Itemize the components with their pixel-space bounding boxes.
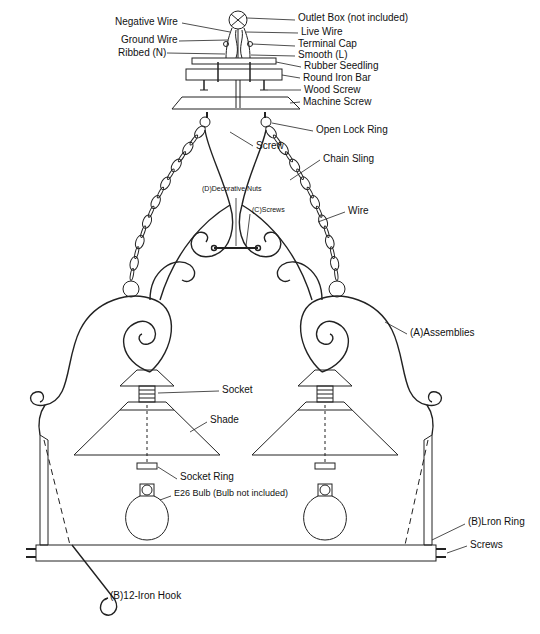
part-label: Round Iron Bar xyxy=(303,72,371,83)
wire-label: Negative Wire xyxy=(115,16,178,27)
arm-assembly xyxy=(30,296,441,435)
chain-link xyxy=(134,234,146,250)
part-label: Screw xyxy=(256,140,284,151)
part-label: (C)Screws xyxy=(252,206,285,214)
chain-link xyxy=(189,134,199,145)
part-label: Screws xyxy=(470,539,503,550)
part-label: Wood Screw xyxy=(304,84,361,95)
chain-link xyxy=(334,268,338,280)
wire-label: Smooth (L) xyxy=(298,49,347,60)
wire-label: Outlet Box (not included) xyxy=(298,12,408,23)
chain-link xyxy=(141,214,154,230)
canopy xyxy=(172,58,300,127)
lamp-left xyxy=(74,370,220,540)
part-label: (A)Assemblies xyxy=(410,327,474,338)
chain-link xyxy=(129,256,140,271)
part-label: (B)12-Iron Hook xyxy=(110,590,181,601)
lamp-right xyxy=(252,370,398,540)
leader-lines xyxy=(105,18,467,600)
chain-link xyxy=(166,168,175,180)
part-label: Machine Screw xyxy=(303,96,371,107)
iron-ring xyxy=(26,435,446,561)
hanging-ring xyxy=(329,281,345,297)
chain-link xyxy=(296,168,305,180)
wire-label: Terminal Cap xyxy=(298,38,357,49)
chain-link xyxy=(177,151,186,163)
chain-link xyxy=(156,187,164,199)
part-label: Rubber Seedling xyxy=(304,60,379,71)
chain-link xyxy=(324,234,335,250)
center-scrolls xyxy=(150,130,322,300)
chain-link xyxy=(284,151,293,163)
part-label: (B)Lron Ring xyxy=(468,516,525,527)
chain-link xyxy=(149,194,162,210)
hanging-ring xyxy=(123,281,139,297)
wire-label: Ground Wire xyxy=(121,34,178,45)
part-label: Socket xyxy=(222,384,253,395)
iron-hook xyxy=(72,545,117,615)
wire-label: Ribbed (N) xyxy=(118,47,166,58)
part-label: Chain Sling xyxy=(323,153,374,164)
part-label: Wire xyxy=(348,205,369,216)
wire-label: Live Wire xyxy=(301,26,343,37)
part-label: Socket Ring xyxy=(180,471,234,482)
part-label: E26 Bulb (Bulb not included) xyxy=(174,489,288,499)
chain-link xyxy=(129,268,134,280)
part-label: Open Lock Ring xyxy=(316,124,388,135)
part-label: (D)Decorative Nuts xyxy=(202,185,262,193)
chain-link xyxy=(308,194,321,210)
chain-sling xyxy=(129,124,340,281)
part-label: Shade xyxy=(210,414,239,425)
